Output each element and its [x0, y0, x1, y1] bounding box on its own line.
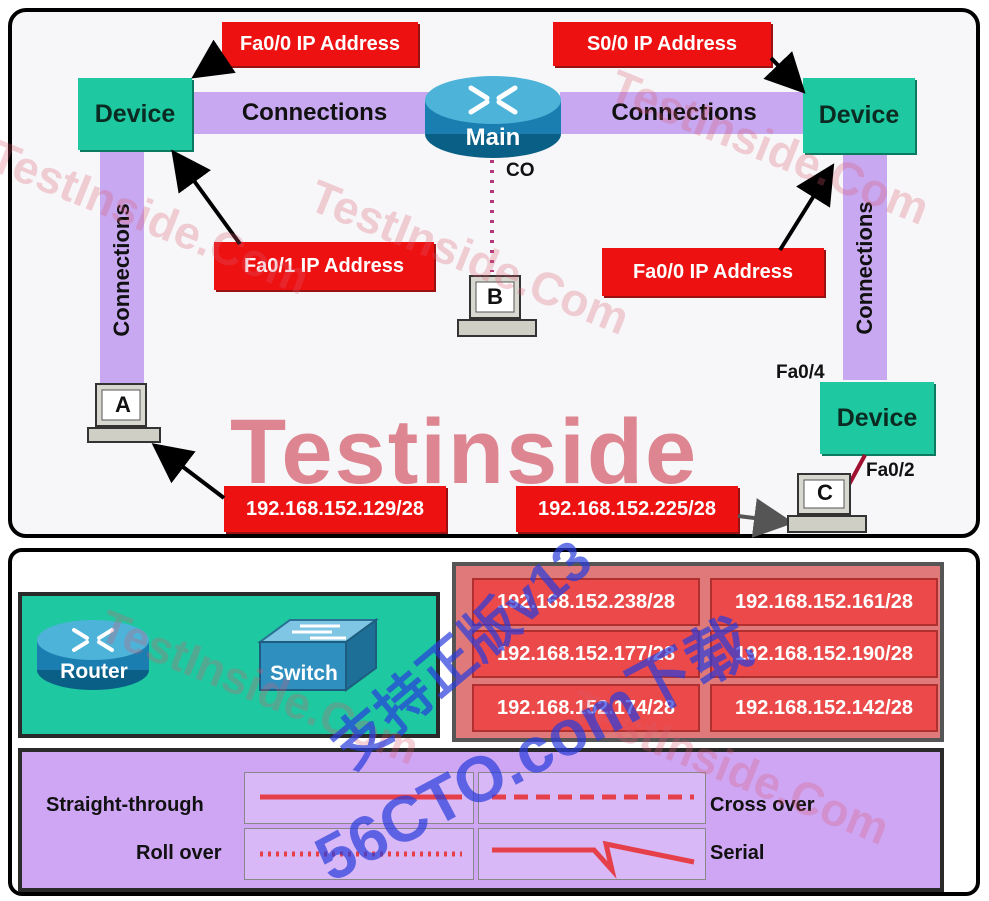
pc-b-label: B	[487, 284, 503, 309]
ip-option[interactable]: 192.168.152.174/28	[472, 684, 700, 732]
fa00-main-ip-box[interactable]: Fa0/0 IP Address	[222, 22, 418, 66]
host-a-ip-label: 192.168.152.129/28	[246, 497, 424, 520]
switch-option-label: Switch	[270, 662, 338, 685]
arrow-s00-main	[763, 51, 806, 94]
fa00-main-ip-label: Fa0/0 IP Address	[239, 32, 401, 55]
device-slot-left[interactable]: Device	[78, 78, 192, 150]
arrow-fa00-right	[778, 163, 835, 252]
connection-left-vertical[interactable]: Connections	[100, 150, 144, 390]
arrow-host-c	[737, 498, 794, 538]
fa00-right-ip-label: Fa0/0 IP Address	[632, 260, 794, 283]
co-label: CO	[506, 160, 535, 181]
s00-main-ip-label: S0/0 IP Address	[586, 32, 738, 55]
device-slot-right[interactable]: Device	[803, 78, 915, 153]
ip-option[interactable]: 192.168.152.190/28	[710, 630, 938, 678]
ip-option[interactable]: 192.168.152.161/28	[710, 578, 938, 626]
cable-samples	[260, 794, 695, 879]
serial-cable-option[interactable]	[478, 828, 706, 880]
connection-right-vertical[interactable]: Connections	[843, 155, 887, 380]
connection-main-left[interactable]: Connections	[192, 92, 437, 134]
device-slot-label: Device	[818, 101, 900, 129]
pc-b-icon[interactable]	[456, 272, 540, 344]
pc-a-icon[interactable]	[86, 380, 166, 450]
connection-label: Connections	[241, 99, 388, 126]
device-slot-label: Device	[94, 99, 176, 128]
switch-option-icon[interactable]	[250, 612, 380, 696]
host-c-ip-label: 192.168.152.225/28	[538, 497, 716, 520]
ip-option[interactable]: 192.168.152.177/28	[472, 630, 700, 678]
ip-option[interactable]: 192.168.152.238/28	[472, 578, 700, 626]
host-a-ip-box: 192.168.152.129/28	[224, 486, 446, 532]
arrow-fa01-left	[171, 149, 242, 246]
serial-label: Serial	[710, 842, 765, 864]
ip-option[interactable]: 192.168.152.142/28	[710, 684, 938, 732]
fa02-label: Fa0/2	[866, 460, 915, 481]
main-router-icon[interactable]	[423, 72, 563, 162]
s00-main-ip-box[interactable]: S0/0 IP Address	[553, 22, 771, 66]
host-c-ip-box: 192.168.152.225/28	[516, 486, 738, 532]
arrow-host-a	[151, 443, 226, 500]
arrow-fa00-main	[191, 39, 236, 79]
pc-a-label: A	[115, 392, 131, 417]
pc-c-label: C	[817, 480, 833, 505]
cross-over-label: Cross over	[710, 794, 815, 816]
connection-label: Connections	[611, 99, 757, 126]
router-option-icon[interactable]	[34, 616, 152, 692]
fa01-left-ip-box[interactable]: Fa0/1 IP Address	[214, 242, 434, 290]
main-router-label: Main	[465, 124, 521, 151]
straight-through-label: Straight-through	[46, 794, 204, 816]
connection-main-right[interactable]: Connections	[560, 92, 808, 134]
fa04-label: Fa0/4	[776, 362, 825, 383]
roll-over-label: Roll over	[136, 842, 222, 864]
pc-c-icon[interactable]	[786, 470, 870, 540]
fa01-left-ip-label: Fa0/1 IP Address	[243, 254, 405, 277]
device-slot-label: Device	[836, 403, 918, 432]
device-slot-bottom-right[interactable]: Device	[820, 382, 934, 454]
fa00-right-ip-box[interactable]: Fa0/0 IP Address	[602, 248, 824, 296]
router-option-label: Router	[60, 660, 128, 683]
